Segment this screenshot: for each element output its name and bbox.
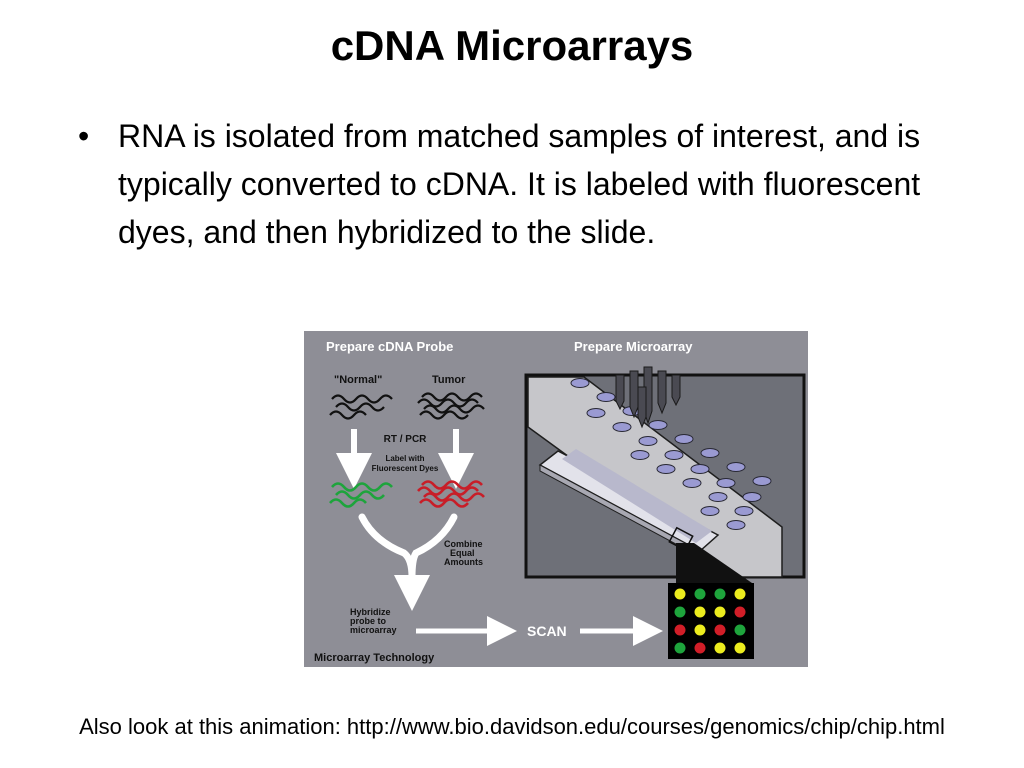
spot-green xyxy=(714,588,726,600)
spot-green xyxy=(694,588,706,600)
spot-red xyxy=(674,624,686,636)
spot-green xyxy=(674,642,686,654)
normal-rna-strands-icon xyxy=(329,394,393,420)
spot-yellow xyxy=(734,642,746,654)
label-with-line1: Label with xyxy=(385,454,424,463)
spot-yellow xyxy=(714,642,726,654)
hybridize-line1: Hybridize xyxy=(350,607,391,617)
slide-title: cDNA Microarrays xyxy=(330,22,694,69)
bullet-text: RNA is isolated from matched samples of … xyxy=(118,118,921,250)
spot-yellow xyxy=(694,624,706,636)
hybridize-line3: microarray xyxy=(350,625,397,635)
bullet-item: • RNA is isolated from matched samples o… xyxy=(78,112,958,256)
spot-red xyxy=(694,642,706,654)
spot-yellow xyxy=(694,606,706,618)
combine-line1: Combine xyxy=(444,539,483,549)
bullet-dot-icon: • xyxy=(78,118,90,154)
scan-label: SCAN xyxy=(527,623,567,639)
slide-spot-area xyxy=(562,449,712,543)
pipette-tips-icon xyxy=(615,366,681,429)
animation-link-note[interactable]: Also look at this animation: http://www.… xyxy=(79,714,945,739)
well-plate xyxy=(527,376,783,578)
zoom-funnel xyxy=(676,543,752,583)
combine-line2: Equal xyxy=(450,548,475,558)
label-with-line2: Fluorescent Dyes xyxy=(372,464,439,473)
green-labeled-probe-icon xyxy=(329,482,393,508)
prepare-microarray-header: Prepare Microarray xyxy=(574,339,693,354)
spot-yellow xyxy=(714,606,726,618)
spot-grid-dots xyxy=(674,588,746,654)
figure-caption: Microarray Technology xyxy=(314,652,435,664)
combine-arrow-icon xyxy=(358,513,458,581)
tumor-label: Tumor xyxy=(432,374,466,386)
spot-yellow xyxy=(734,588,746,600)
spot-yellow xyxy=(674,588,686,600)
bullet-list: • RNA is isolated from matched samples o… xyxy=(78,112,958,256)
spot-green xyxy=(734,624,746,636)
spot-red xyxy=(714,624,726,636)
normal-label: "Normal" xyxy=(334,374,382,386)
red-labeled-probe-icon xyxy=(417,480,485,508)
tumor-rna-strands-icon xyxy=(417,392,485,420)
combine-line3: Amounts xyxy=(444,557,483,567)
spot-green xyxy=(674,606,686,618)
prepare-cdna-probe-header: Prepare cDNA Probe xyxy=(326,339,453,354)
rt-pcr-label: RT / PCR xyxy=(384,434,428,445)
spot-red xyxy=(734,606,746,618)
microarray-figure: Prepare cDNA Probe Prepare Microarray "N… xyxy=(304,331,808,667)
hybridize-line2: probe to xyxy=(350,616,386,626)
